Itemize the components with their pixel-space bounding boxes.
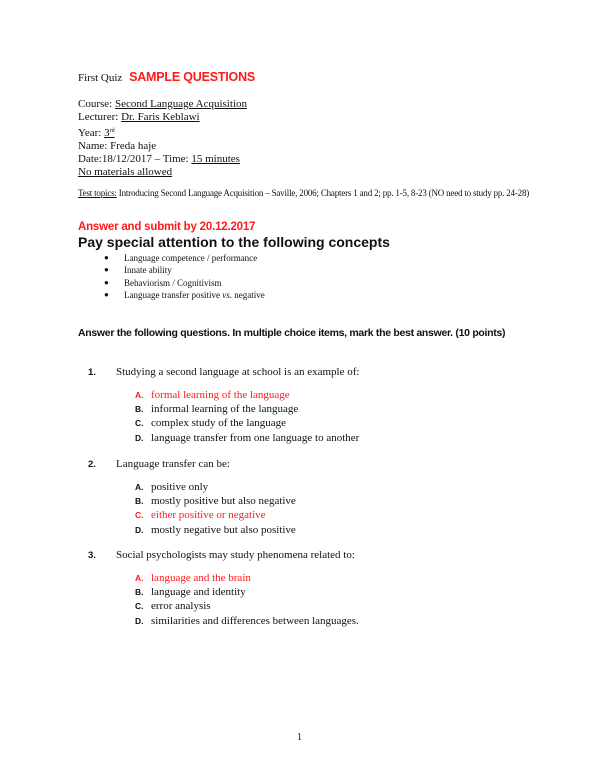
option-c-selected[interactable]: C.either positive or negative [135, 509, 266, 522]
quiz-label: First Quiz [78, 72, 123, 84]
concepts-list: ●Language competence / performance ●Inna… [104, 252, 265, 301]
option-b[interactable]: B.mostly positive but also negative [135, 495, 296, 508]
answer-options: A.language and the brain B.language and … [135, 571, 359, 628]
option-d[interactable]: D.language transfer from one language to… [135, 431, 360, 444]
concept-item: ●Behaviorism / Cognitivism [104, 277, 222, 288]
attention-heading: Pay special attention to the following c… [78, 234, 390, 250]
question-number: 2. [88, 459, 96, 470]
lecturer-name: Dr. Faris Keblawi [121, 111, 200, 124]
option-d[interactable]: D.mostly negative but also positive [135, 523, 296, 536]
bullet-icon: ● [104, 265, 109, 275]
page-number: 1 [297, 732, 302, 743]
quiz-title: First Quiz SAMPLE QUESTIONS [78, 70, 255, 84]
option-b[interactable]: B.language and identity [135, 586, 246, 599]
test-topics-text: Introducing Second Language Acquisition … [116, 188, 530, 198]
course-line: Course: Second Language Acquisition [78, 98, 247, 110]
option-a-selected[interactable]: A.language and the brain [135, 572, 251, 584]
date-time-line: Date:18/12/2017 – Time: 15 minutes [78, 153, 240, 166]
materials-note: No materials allowed [78, 166, 173, 179]
bullet-icon: ● [104, 253, 109, 262]
test-topics: Test topics: Introducing Second Language… [78, 188, 538, 199]
bullet-icon: ● [104, 277, 109, 287]
answer-options: A.formal learning of the language B.info… [135, 388, 359, 445]
answer-options: A.positive only B.mostly positive but al… [135, 480, 296, 537]
option-a[interactable]: A.positive only [135, 481, 209, 493]
year-value: 3rd [104, 126, 115, 139]
concept-item: ●Innate ability [104, 265, 172, 276]
lecturer-line: Lecturer: Dr. Faris Keblawi [78, 111, 200, 124]
question-text: Studying a second language at school is … [116, 366, 360, 378]
course-meta: Course: Second Language Acquisition Lect… [78, 98, 247, 180]
option-b[interactable]: B.informal learning of the language [135, 403, 299, 416]
time-value: 15 minutes [191, 153, 240, 166]
submission-deadline: Answer and submit by 20.12.2017 [78, 221, 256, 233]
question-text: Language transfer can be: [116, 458, 230, 470]
question-number: 3. [88, 550, 96, 561]
option-c[interactable]: C.complex study of the language [135, 417, 287, 430]
option-d[interactable]: D.similarities and differences between l… [135, 614, 359, 627]
bullet-icon: ● [104, 289, 109, 299]
instructions: Answer the following questions. In multi… [78, 327, 506, 339]
course-name: Second Language Acquisition [114, 98, 247, 110]
year-line: Year: 3rd [78, 126, 115, 139]
question-number: 1. [88, 367, 96, 378]
concept-item: ●Language transfer positive vs. negative [104, 289, 265, 300]
option-a-selected[interactable]: A.formal learning of the language [135, 389, 290, 401]
test-topics-label: Test topics: [78, 188, 117, 198]
student-name-line: Name: Freda haje [78, 139, 157, 152]
question-text: Social psychologists may study phenomena… [116, 549, 355, 561]
option-c[interactable]: C.error analysis [135, 600, 211, 613]
concept-item: ●Language competence / performance [104, 253, 258, 263]
sample-questions-label: SAMPLE QUESTIONS [129, 70, 256, 84]
